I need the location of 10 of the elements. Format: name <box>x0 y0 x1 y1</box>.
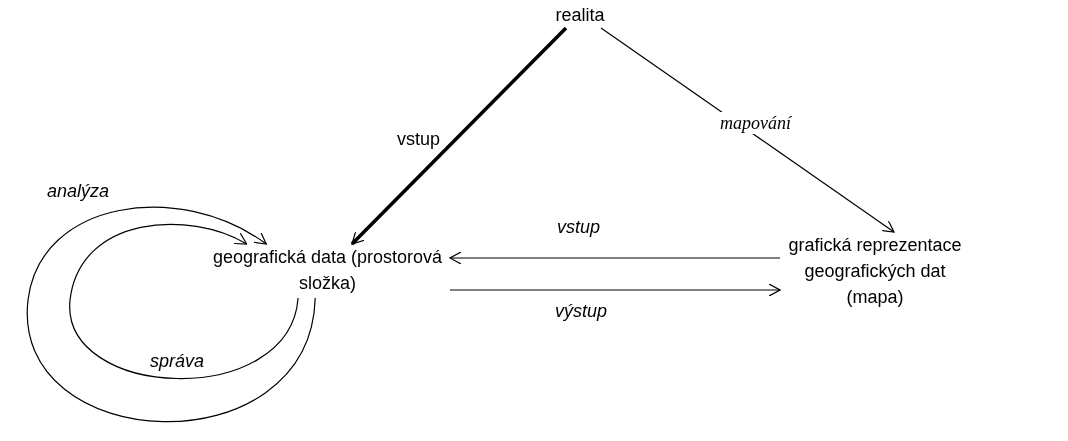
arrow <box>69 223 299 380</box>
node-text: geografická data (prostorová složka) <box>205 244 450 298</box>
node-text: grafická reprezentace geografických dat (mapa) <box>780 232 970 312</box>
arrow <box>449 283 781 297</box>
arrow <box>350 26 568 246</box>
arrow <box>600 27 895 233</box>
node-text: realita <box>545 2 615 28</box>
arrow <box>27 206 316 423</box>
edge-label: mapování <box>718 112 793 134</box>
arrow <box>449 251 781 265</box>
